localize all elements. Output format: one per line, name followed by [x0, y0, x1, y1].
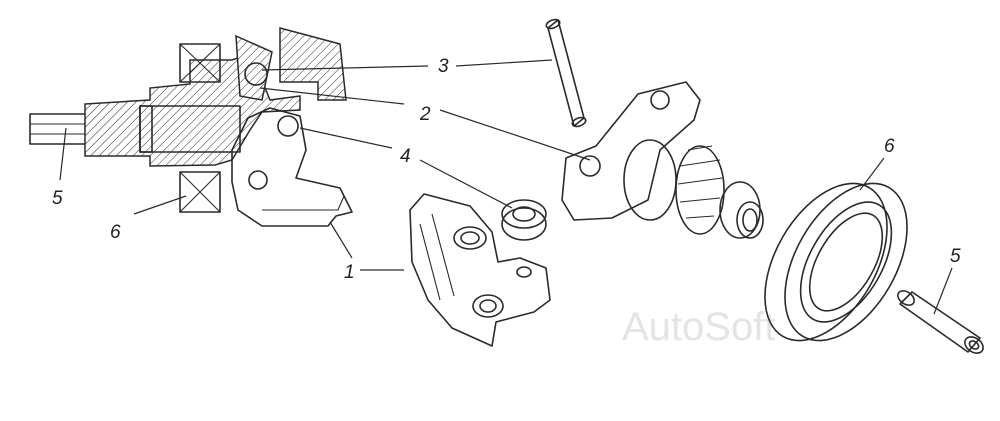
sleeve-5	[897, 290, 984, 354]
callout-6-left: 6	[110, 222, 121, 243]
lever-1	[409, 193, 551, 347]
pin-3	[545, 18, 587, 128]
bushing-4	[501, 199, 547, 241]
watermark: AutoSoft	[622, 305, 775, 349]
pin-section	[244, 62, 268, 86]
section-view-assembly	[29, 27, 353, 227]
bearing-6	[764, 182, 908, 342]
flange-shaft-gear-2	[561, 81, 764, 239]
callout-1: 1	[344, 262, 355, 283]
callout-4: 4	[400, 146, 411, 167]
callout-2: 2	[419, 104, 431, 125]
bearing-lower-section	[179, 171, 221, 213]
lever-side-view	[231, 107, 353, 227]
callout-3: 3	[438, 56, 449, 77]
leader-lines	[59, 59, 953, 315]
gear	[675, 145, 725, 235]
housing-section	[279, 27, 347, 101]
bearing-upper-section	[179, 43, 221, 83]
callout-5-right: 5	[950, 246, 961, 267]
callout-6-right: 6	[884, 136, 895, 157]
callout-5-left: 5	[52, 188, 63, 209]
